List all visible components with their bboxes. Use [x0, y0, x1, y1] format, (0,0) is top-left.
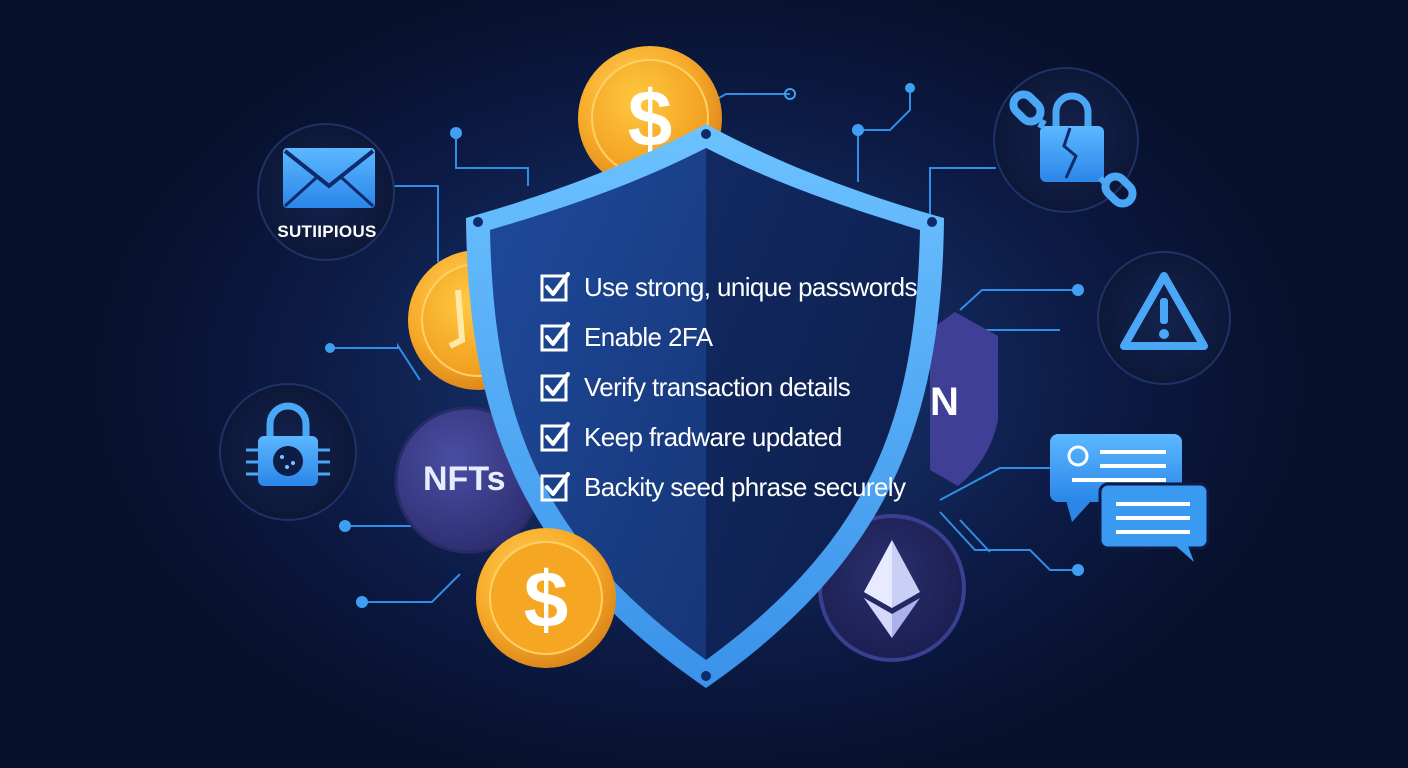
checklist-item: Use strong, unique passwords: [540, 262, 918, 312]
checklist-item: Keep fradware updated: [540, 412, 900, 462]
chat-bubbles-icon: [1050, 434, 1210, 562]
ethereum-icon: [818, 514, 966, 662]
padlock-circuit-icon: [219, 383, 357, 521]
checklist-item: Verify transaction details: [540, 362, 900, 412]
email-caption: SUTIIPIOUS: [277, 222, 377, 241]
checkbox-icon: [540, 322, 570, 352]
checklist-item: Backity seed phrase securely: [540, 462, 906, 512]
checklist-item: Enable 2FA: [540, 312, 900, 362]
checklist-item-label: Use strong, unique passwords: [584, 271, 918, 302]
right-badge: [930, 312, 998, 486]
checklist-item-label: Enable 2FA: [584, 321, 713, 352]
envelope-icon: [283, 148, 375, 208]
svg-text:$: $: [524, 555, 569, 644]
security-checklist: Use strong, unique passwords Enable 2FA …: [540, 262, 918, 512]
right-badge-label: N: [930, 380, 959, 424]
checklist-item-label: Backity seed phrase securely: [584, 471, 906, 502]
checklist-item-label: Keep fradware updated: [584, 421, 842, 452]
checkbox-icon: [540, 372, 570, 402]
email-card: [257, 123, 395, 261]
checkbox-icon: [540, 272, 570, 302]
warning-icon: [1097, 251, 1231, 385]
checklist-item-label: Verify transaction details: [584, 371, 851, 402]
chain-lock-icon: [993, 67, 1139, 213]
checkbox-icon: [540, 472, 570, 502]
circuit-nodes: [325, 83, 1084, 608]
checkbox-icon: [540, 422, 570, 452]
nft-label: NFTs: [423, 460, 506, 498]
